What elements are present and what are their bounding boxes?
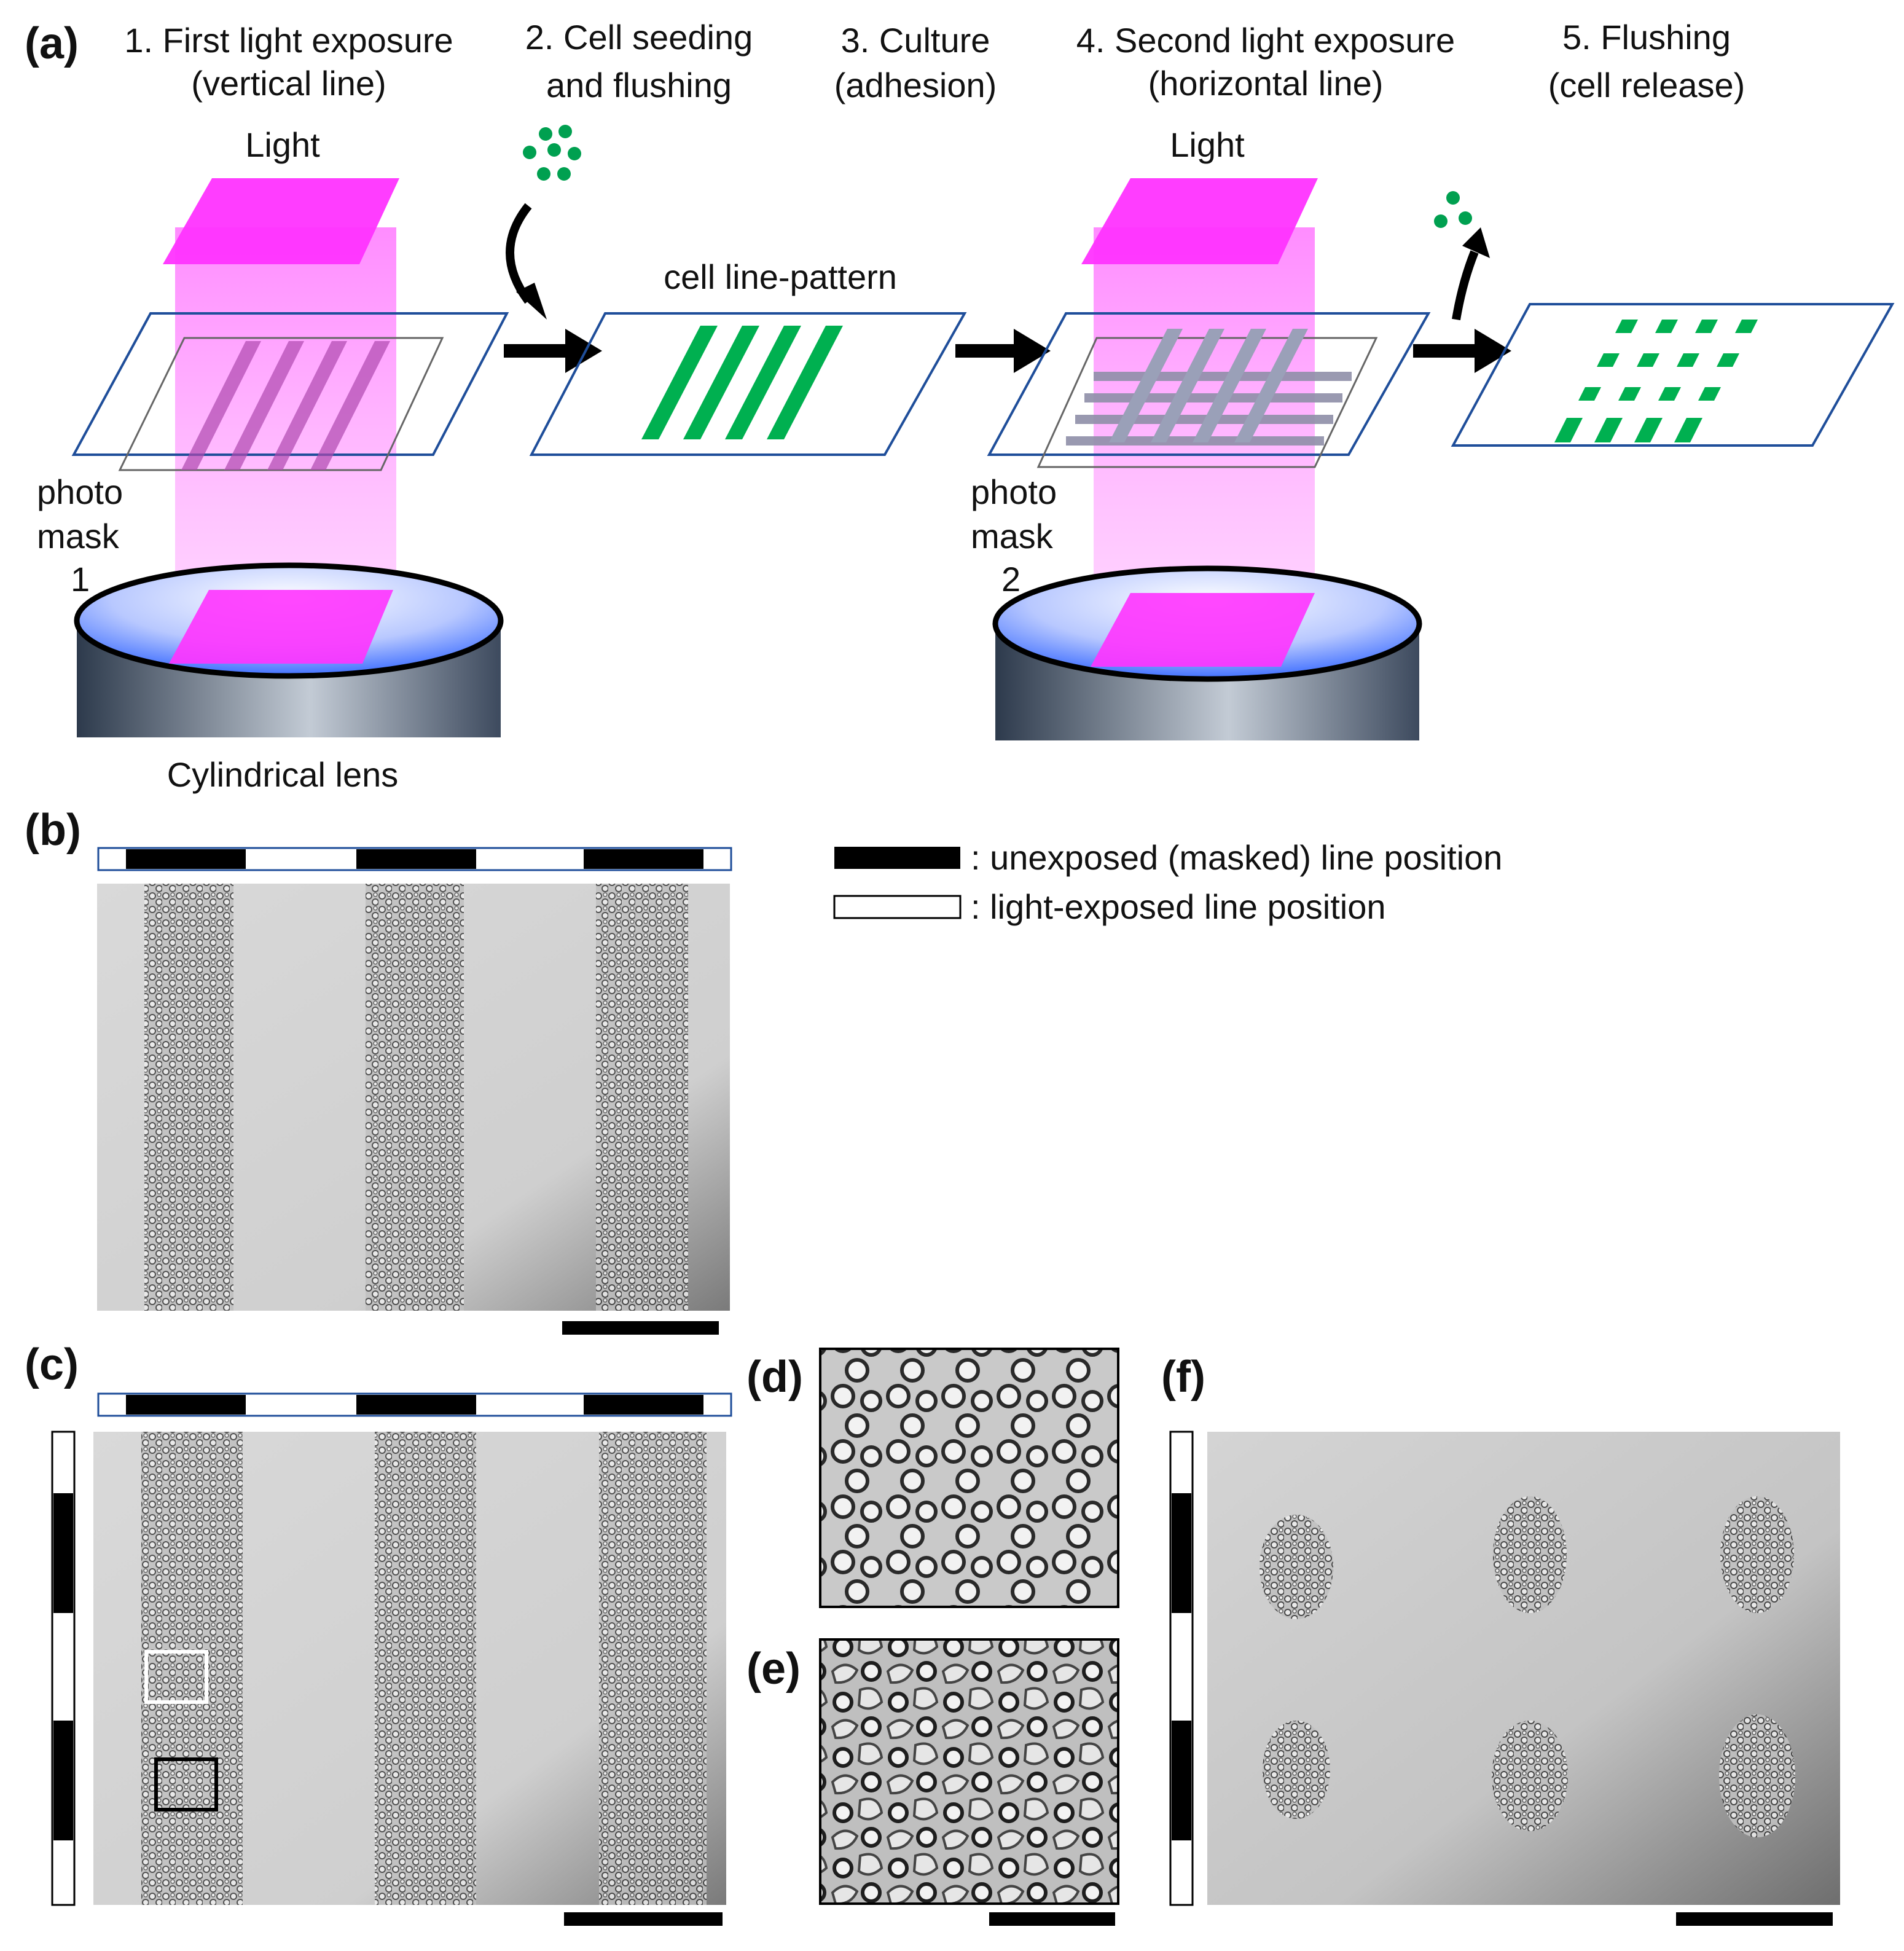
legend-exposed-text: : light-exposed line position xyxy=(971,887,1386,926)
cell-dots-release xyxy=(1434,191,1472,228)
cell-spot xyxy=(1717,353,1739,367)
cell-spot xyxy=(1655,320,1678,333)
step-2-line1: 2. Cell seeding xyxy=(525,18,753,57)
cell-spot xyxy=(1698,387,1721,401)
mask-1-line3: 1 xyxy=(71,560,90,599)
cell-pattern-label: cell line-pattern xyxy=(664,257,897,296)
scale-bar-f xyxy=(1676,1912,1833,1926)
micrograph-c xyxy=(93,1432,726,1905)
cell-dots-seeding xyxy=(523,125,581,181)
panel-f-label: (f) xyxy=(1161,1352,1205,1402)
arrow-right-icon xyxy=(504,329,602,373)
light-label-2: Light xyxy=(1170,125,1245,164)
mask-2-line1: photo xyxy=(971,473,1057,511)
micrograph-e xyxy=(819,1638,1119,1905)
cylindrical-lens-2 xyxy=(992,565,1422,740)
legend-masked-text: : unexposed (masked) line position xyxy=(971,838,1502,877)
photomask-1 xyxy=(71,312,509,471)
panel-a-label: (a) xyxy=(25,19,79,68)
arrow-right-icon xyxy=(955,329,1051,373)
cell-spot xyxy=(1597,353,1620,367)
step-5-line1: 5. Flushing xyxy=(1562,18,1731,57)
cell-spot xyxy=(1658,387,1681,401)
cell-spot xyxy=(1677,353,1699,367)
mask-2-line3: 2 xyxy=(1001,560,1021,599)
legend-exposed-swatch xyxy=(833,895,962,919)
step-3-line1: 3. Culture xyxy=(841,21,990,60)
cell-spot xyxy=(1594,418,1623,442)
mask-bar-b xyxy=(97,847,732,871)
micrograph-f xyxy=(1207,1432,1840,1905)
mask-bar-c-horizontal xyxy=(97,1392,732,1417)
panel-b-label: (b) xyxy=(25,806,81,855)
mask-1-line1: photo xyxy=(37,473,123,511)
mask-1-line2: mask xyxy=(37,517,120,555)
step-1-line2: (vertical line) xyxy=(191,64,386,103)
cell-spot xyxy=(1615,320,1638,333)
cell-spot xyxy=(1578,387,1601,401)
inset-box-d xyxy=(144,1650,208,1704)
panel-e-label: (e) xyxy=(746,1644,801,1694)
curved-arrow-seeding-icon xyxy=(506,203,547,320)
arrow-right-icon xyxy=(1413,329,1511,373)
panel-d-label: (d) xyxy=(746,1352,803,1402)
cell-spot xyxy=(1618,387,1641,401)
cell-spot xyxy=(1695,320,1718,333)
legend-masked-swatch xyxy=(834,847,960,869)
cell-spot xyxy=(1634,418,1663,442)
inset-box-e xyxy=(154,1757,218,1812)
step-1-line1: 1. First light exposure xyxy=(124,21,453,60)
micrograph-d xyxy=(819,1348,1119,1608)
cell-spot xyxy=(1637,353,1659,367)
step-2-line2: and flushing xyxy=(546,66,732,104)
step-3-line2: (adhesion) xyxy=(834,66,997,104)
mask-bar-f-vertical xyxy=(1169,1431,1194,1906)
lens-label: Cylindrical lens xyxy=(167,755,399,794)
step-4-line1: 4. Second light exposure xyxy=(1076,21,1455,60)
cylindrical-lens-1 xyxy=(74,562,504,737)
cell-spot xyxy=(1674,418,1702,442)
scale-bar-b xyxy=(562,1321,719,1335)
plate-cell-lines xyxy=(529,312,967,456)
scale-bar-c xyxy=(564,1912,723,1926)
plate-cell-spots xyxy=(1451,303,1895,447)
photomask-2 xyxy=(987,312,1431,468)
mask-2-line2: mask xyxy=(971,517,1054,555)
light-label-1: Light xyxy=(245,125,320,164)
cell-spot xyxy=(1735,320,1758,333)
micrograph-b xyxy=(97,884,730,1311)
curved-arrow-release-icon xyxy=(1452,227,1490,321)
cell-spot xyxy=(1554,418,1583,442)
step-5-line2: (cell release) xyxy=(1548,66,1745,104)
step-4-line2: (horizontal line) xyxy=(1148,64,1384,103)
legend: : unexposed (masked) line position : lig… xyxy=(833,838,1502,926)
panel-c-label: (c) xyxy=(25,1340,79,1389)
scale-bar-e xyxy=(989,1912,1115,1926)
mask-bar-c-vertical xyxy=(51,1431,76,1906)
